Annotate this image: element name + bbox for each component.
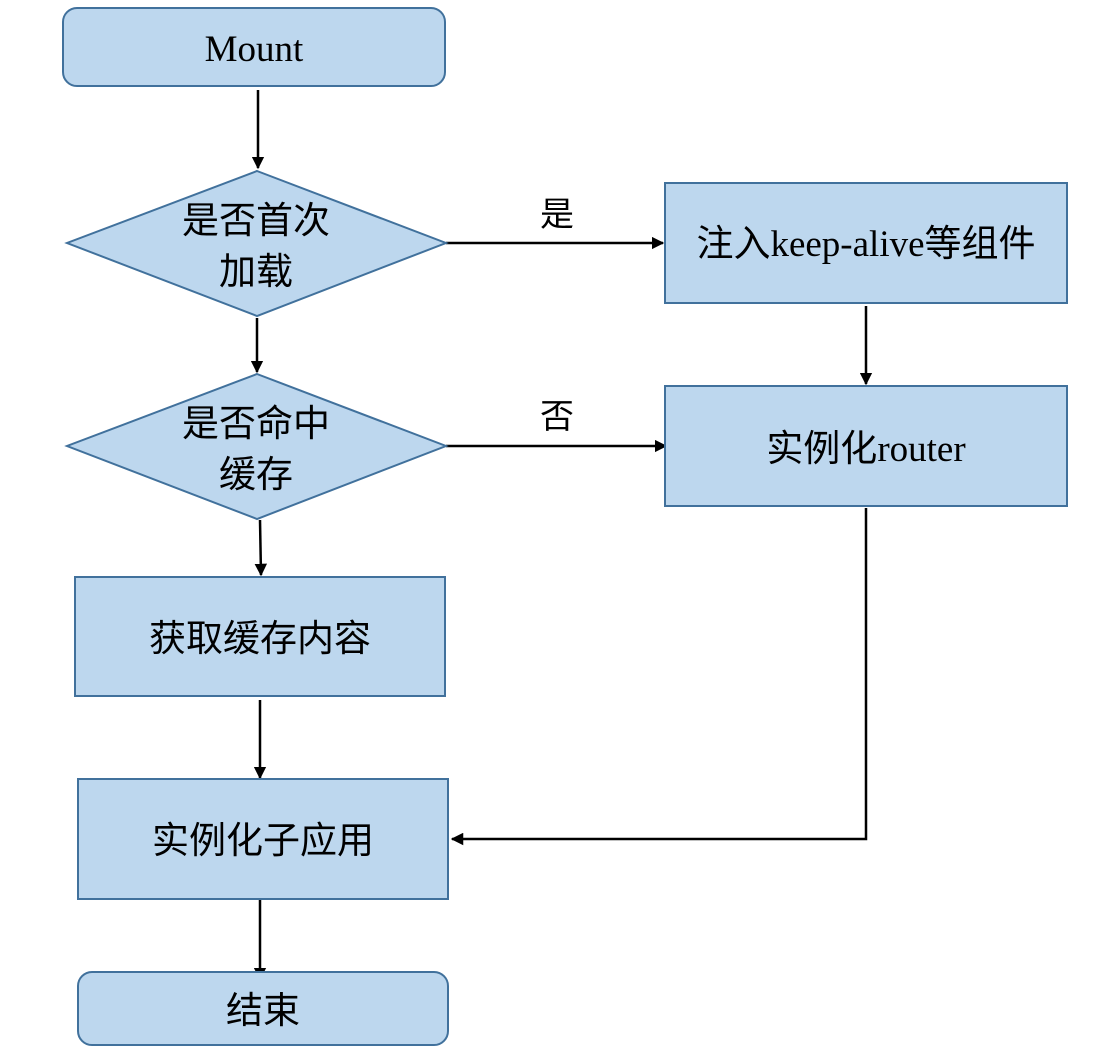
node-cache-hit-line2: 缓存 [219,453,293,496]
node-mount-label: Mount [205,29,304,70]
node-inject-mid: keep-alive [770,224,924,265]
edge-label-no: 否 [540,397,574,437]
node-inject-label: 注入keep-alive等组件 [696,222,1035,265]
node-cache-hit-shape [64,372,449,521]
node-inject-keep-alive: 注入keep-alive等组件 [664,182,1068,304]
node-first-load-shape [64,169,449,318]
node-instantiate-app-shape [77,778,449,900]
node-router-label: 实例化router [766,427,965,470]
edge-label-yes: 是 [540,195,574,235]
node-router-shape [664,385,1068,507]
node-instantiate-app: 实例化子应用 [77,778,449,900]
node-mount: Mount [62,7,446,87]
node-inject-shape [664,182,1068,304]
edge-router-to-instantiate-app [450,508,868,846]
node-router-suffix: router [877,429,965,470]
node-get-cache-shape [74,576,446,697]
node-end-label: 结束 [226,989,300,1032]
node-get-cache-label: 获取缓存内容 [149,617,371,660]
node-instantiate-app-label: 实例化子应用 [152,819,374,862]
node-inject-prefix: 注入 [696,222,770,265]
node-end: 结束 [77,971,449,1046]
node-cache-hit-decision: 是否命中 缓存 [64,372,449,521]
node-instantiate-router: 实例化router [664,385,1068,507]
node-first-load-line2: 加载 [219,250,293,293]
edge-cache-hit-to-get-cache [254,519,268,577]
node-mount-shape [62,7,446,87]
node-router-prefix: 实例化 [766,427,877,470]
node-end-shape [77,971,449,1046]
node-get-cache-content: 获取缓存内容 [74,576,446,697]
node-cache-hit-line1: 是否命中 [182,402,330,445]
node-inject-suffix: 等组件 [925,222,1036,265]
node-first-load-decision: 是否首次 加载 [64,169,449,318]
node-first-load-line1: 是否首次 [182,199,330,242]
